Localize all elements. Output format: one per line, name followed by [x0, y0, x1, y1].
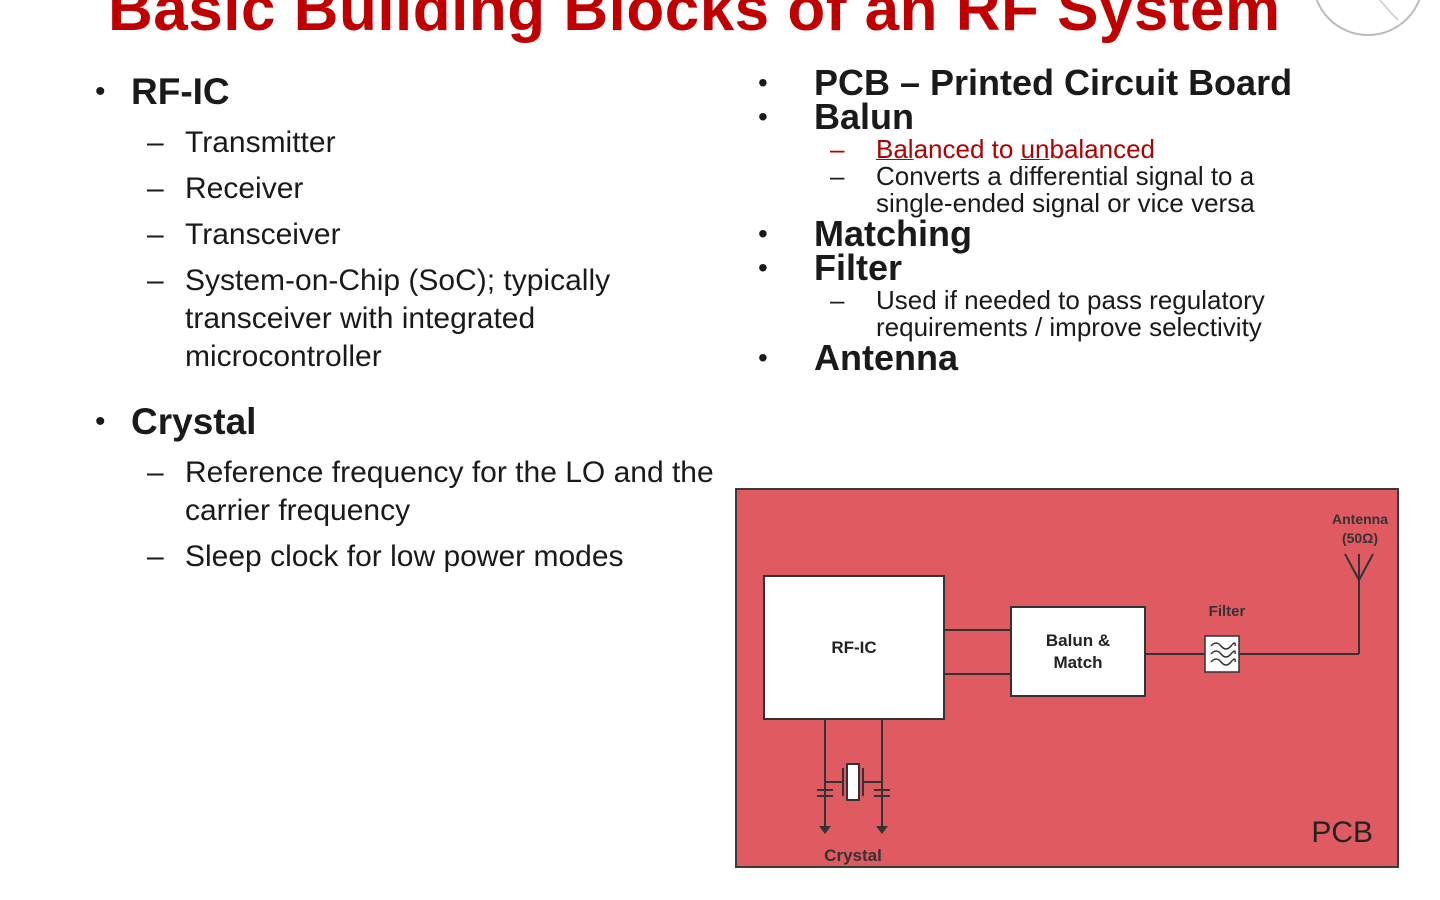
bullet-crystal: • Crystal — [95, 398, 735, 446]
bullet-dot: • — [758, 252, 768, 283]
logo-icon — [1315, 0, 1421, 36]
bullet-label: Matching — [814, 213, 972, 254]
bullet-label: PCB – Printed Circuit Board — [814, 62, 1293, 103]
balun-match-block: Balun & Match — [1010, 606, 1146, 697]
bullet-matching: • Matching — [758, 216, 1358, 252]
bullet-dot: • — [758, 101, 768, 132]
slide-title: Basic Building Blocks of an RF System — [108, 0, 1281, 44]
bullet-label: RF-IC — [131, 71, 230, 112]
diagram-wiring — [817, 553, 1374, 834]
bullet-pcb: • PCB – Printed Circuit Board — [758, 65, 1358, 101]
bullet-label: Balun — [814, 96, 915, 137]
sub-item: –System-on-Chip (SoC); typically transce… — [147, 264, 611, 373]
bullet-dot: • — [95, 75, 106, 108]
sub-item: –Converts a differential signal to a sin… — [830, 161, 1255, 218]
bullet-filter: • Filter — [758, 250, 1358, 286]
sub-item: –Used if needed to pass regulatory requi… — [830, 285, 1265, 342]
bullet-rfic: • RF-IC — [95, 68, 735, 116]
sub-item: –Sleep clock for low power modes — [147, 540, 624, 573]
bullet-antenna: • Antenna — [758, 340, 1358, 376]
sub-item-highlight: –Balanced to unbalanced — [830, 134, 1156, 164]
sub-item: –Reference frequency for the LO and the … — [147, 456, 714, 527]
bullet-balun: • Balun — [758, 99, 1358, 135]
left-bullet-list: • RF-IC –Transmitter –Receiver –Transcei… — [95, 68, 735, 598]
sub-item: –Transmitter — [147, 126, 336, 159]
right-bullet-list: • PCB – Printed Circuit Board • Balun –B… — [758, 65, 1358, 376]
pcb-diagram: RF-IC Balun & Match Filter Antenna (50Ω)… — [735, 488, 1399, 868]
crystal-label: Crystal — [824, 846, 882, 865]
bullet-dot: • — [95, 405, 106, 438]
bullet-label: Crystal — [131, 401, 257, 442]
bullet-dot: • — [758, 342, 768, 373]
filter-label: Filter — [1208, 603, 1246, 620]
bullet-label: Antenna — [814, 337, 958, 378]
pcb-label: PCB — [1311, 816, 1373, 849]
antenna-symbol-icon — [1344, 553, 1374, 581]
rfic-block: RF-IC — [763, 575, 945, 720]
sub-item: –Transceiver — [147, 218, 341, 251]
sub-item: –Receiver — [147, 172, 304, 205]
bullet-dot: • — [758, 218, 768, 249]
bullet-label: Filter — [814, 247, 903, 288]
crystal-symbol-icon — [842, 763, 864, 801]
bullet-dot: • — [758, 67, 768, 98]
ground-arrow-icon — [819, 826, 888, 834]
filter-symbol-icon — [1204, 635, 1240, 673]
antenna-label: Antenna (50Ω) — [1332, 511, 1388, 546]
